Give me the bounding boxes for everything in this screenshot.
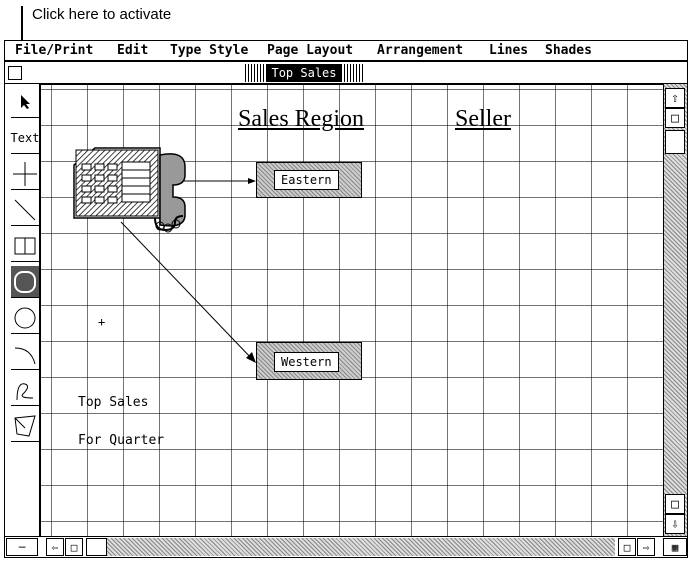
- page-left-icon[interactable]: □: [65, 538, 83, 556]
- connector-arrow-eastern[interactable]: [183, 178, 256, 184]
- page-right-icon[interactable]: □: [618, 538, 636, 556]
- menu-arrangement[interactable]: Arrangement: [377, 43, 464, 58]
- box-western[interactable]: Western: [256, 342, 362, 380]
- size-box-icon[interactable]: ▦: [663, 538, 687, 556]
- menu-edit[interactable]: Edit: [117, 43, 149, 58]
- arc-tool[interactable]: [11, 338, 39, 370]
- heading-seller[interactable]: Seller: [455, 106, 511, 132]
- text-tool[interactable]: Text: [11, 122, 39, 154]
- window-title: Top Sales: [266, 64, 342, 82]
- heading-sales-region[interactable]: Sales Region: [238, 106, 364, 132]
- freehand-tool[interactable]: [11, 374, 39, 406]
- close-box-icon[interactable]: [8, 66, 22, 80]
- arrow-tool[interactable]: [11, 86, 39, 118]
- box-eastern[interactable]: Eastern: [256, 162, 362, 198]
- menu-lines[interactable]: Lines: [489, 43, 529, 58]
- box-eastern-label: Eastern: [274, 170, 339, 190]
- split-view-icon[interactable]: ─: [6, 538, 38, 556]
- arrow-pointer-icon: [21, 94, 30, 109]
- menu-shades[interactable]: Shades: [545, 43, 592, 58]
- scroll-left-arrow-icon[interactable]: ⇦: [46, 538, 64, 556]
- crosshair-cursor-icon: +: [98, 315, 106, 329]
- telephone-icon[interactable]: [73, 147, 186, 233]
- rounded-rectangle-tool[interactable]: [11, 266, 39, 298]
- scroll-down-arrow-icon[interactable]: ⇩: [665, 514, 685, 534]
- menu-page-layout[interactable]: Page Layout: [267, 43, 354, 58]
- annotation-caption: Click here to activate: [32, 6, 172, 23]
- circle-icon: [14, 307, 36, 328]
- scroll-right-arrow-icon[interactable]: ⇨: [637, 538, 655, 556]
- arc-icon: [14, 347, 36, 364]
- polygon-tool[interactable]: [11, 410, 39, 442]
- rectangle-icon: [14, 237, 36, 254]
- orthogonal-line-tool[interactable]: [11, 158, 39, 190]
- diagonal-line-tool[interactable]: [11, 194, 39, 226]
- vertical-scrollbar[interactable]: [663, 84, 688, 536]
- page-up-icon[interactable]: □: [665, 108, 685, 128]
- horizontal-scroll-track[interactable]: [107, 538, 615, 556]
- cross-lines-icon: [13, 161, 37, 186]
- freehand-squiggle-icon: [16, 382, 34, 400]
- scroll-up-arrow-icon[interactable]: ⇧: [665, 88, 685, 108]
- box-western-label: Western: [274, 352, 339, 372]
- oval-tool[interactable]: [11, 302, 39, 334]
- vertical-scroll-thumb[interactable]: [665, 130, 685, 154]
- horizontal-scroll-thumb[interactable]: [86, 538, 107, 556]
- menu-bar: File/Print Edit Type Style Page Layout A…: [4, 40, 688, 62]
- tool-palette: Text: [4, 84, 41, 536]
- polygon-icon: [14, 414, 36, 437]
- menu-type-style[interactable]: Type Style: [170, 43, 249, 58]
- note-for-quarter[interactable]: For Quarter: [78, 433, 165, 448]
- menu-file-print[interactable]: File/Print: [15, 43, 94, 58]
- rounded-rectangle-icon: [14, 270, 36, 293]
- connector-arrow-western[interactable]: [120, 221, 256, 363]
- diagonal-line-icon: [14, 199, 36, 220]
- note-top-sales[interactable]: Top Sales: [78, 395, 149, 410]
- rectangle-tool[interactable]: [11, 230, 39, 262]
- page-down-icon[interactable]: □: [665, 494, 685, 514]
